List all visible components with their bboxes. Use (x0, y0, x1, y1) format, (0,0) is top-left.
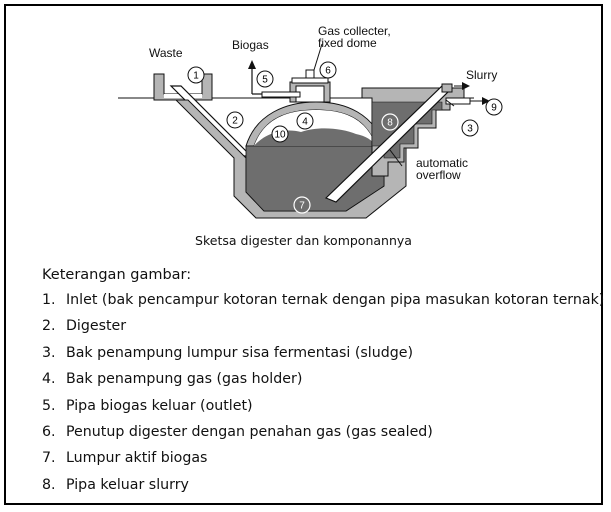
marker-6: 6 (319, 61, 337, 79)
svg-text:6: 6 (325, 66, 331, 77)
legend-number: 7. (42, 450, 56, 467)
biogas-digester-diagram: Waste Biogas Gas collecter, fixed dome S… (118, 24, 503, 219)
legend-text: Bak penampung lumpur sisa fermentasi (sl… (66, 344, 414, 361)
figure-caption: Sketsa digester dan komponannya (195, 233, 412, 248)
svg-text:9: 9 (491, 103, 497, 114)
legend-text: Digester (66, 318, 127, 335)
figure-frame: Waste Biogas Gas collecter, fixed dome S… (4, 4, 604, 505)
legend-text: Pipa biogas keluar (outlet) (66, 397, 253, 414)
legend-item: 3. Bak penampung lumpur sisa fermentasi (… (42, 344, 604, 370)
marker-2: 2 (226, 111, 244, 129)
marker-8: 8 (381, 113, 399, 131)
legend-item: 6. Penutup digester dengan penahan gas (g… (42, 423, 604, 449)
slurry-outlet-pipe (324, 83, 453, 203)
svg-text:1: 1 (193, 71, 199, 82)
label-automatic: automatic (416, 156, 468, 170)
svg-text:8: 8 (387, 118, 393, 129)
legend-text: Lumpur aktif biogas (66, 450, 208, 467)
svg-text:5: 5 (262, 75, 268, 86)
legend-text: Pipa keluar slurry (66, 476, 189, 493)
legend-number: 5. (42, 397, 56, 414)
legend-item: 2. Digester (42, 317, 604, 343)
svg-text:7: 7 (299, 201, 305, 212)
marker-10: 10 (271, 125, 289, 143)
legend-item: 8. Pipa keluar slurry (42, 476, 604, 502)
marker-1: 1 (187, 66, 205, 84)
legend-number: 2. (42, 318, 56, 335)
marker-3: 3 (461, 119, 479, 137)
legend-title: Keterangan gambar: (42, 267, 192, 283)
label-gas-collector: Gas collecter, (318, 24, 391, 38)
legend-number: 4. (42, 371, 56, 388)
label-biogas: Biogas (232, 38, 269, 52)
legend-number: 8. (42, 476, 56, 493)
label-slurry: Slurry (466, 68, 497, 82)
legend-text: Bak penampung gas (gas holder) (66, 371, 303, 388)
legend-item: 7. Lumpur aktif biogas (42, 449, 604, 475)
marker-5: 5 (256, 70, 274, 88)
legend-list: 1. Inlet (bak pencampur kotoran ternak de… (42, 291, 604, 502)
marker-9: 9 (485, 98, 503, 116)
legend-item: 4. Bak penampung gas (gas holder) (42, 370, 604, 396)
svg-text:4: 4 (302, 117, 308, 128)
svg-text:3: 3 (467, 124, 473, 135)
legend-number: 3. (42, 344, 56, 361)
label-fixed-dome: fixed dome (318, 36, 377, 50)
legend-number: 6. (42, 423, 56, 440)
svg-text:2: 2 (232, 116, 238, 127)
legend-item: 5. Pipa biogas keluar (outlet) (42, 397, 604, 423)
label-overflow: overflow (416, 168, 461, 182)
biogas-outlet-pipe (248, 60, 301, 98)
legend-text: Penutup digester dengan penahan gas (gas… (66, 423, 433, 440)
overflow-pipe (445, 97, 490, 105)
legend-text: Inlet (bak pencampur kotoran ternak deng… (66, 292, 605, 308)
marker-7: 7 (293, 196, 311, 214)
svg-text:10: 10 (274, 130, 286, 141)
marker-4: 4 (296, 112, 314, 130)
legend-item: 1. Inlet (bak pencampur kotoran ternak de… (42, 291, 604, 317)
legend-number: 1. (42, 292, 56, 308)
label-waste: Waste (149, 46, 183, 60)
